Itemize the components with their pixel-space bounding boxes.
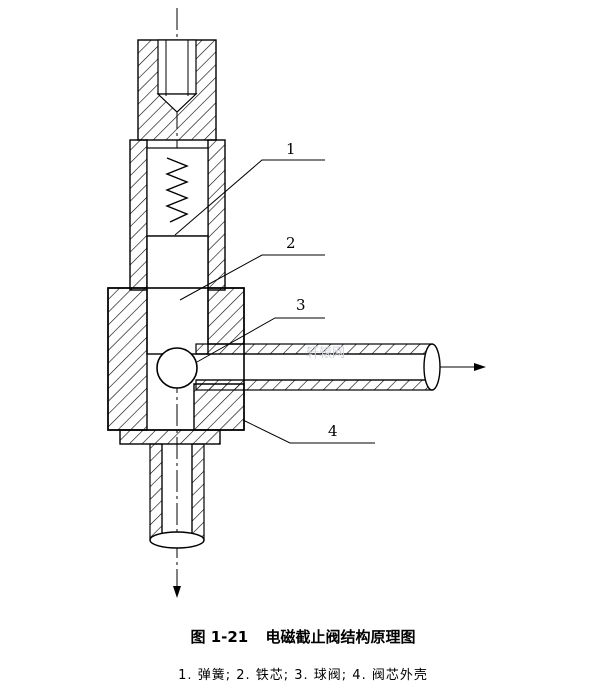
spring xyxy=(165,157,189,223)
watermark: 轩辕网 xyxy=(306,345,345,361)
top-fitting xyxy=(137,39,217,141)
valve-housing xyxy=(107,287,245,445)
outlet-pipe xyxy=(195,343,486,391)
figure-caption: 图 1-21 电磁截止阀结构原理图 xyxy=(0,626,606,647)
label-4: 4 xyxy=(328,422,338,440)
valve-diagram: 1 2 3 4 轩辕网 xyxy=(107,8,486,598)
leader-lines xyxy=(174,159,375,444)
spring-chamber xyxy=(146,147,209,237)
inlet-pipe xyxy=(149,443,205,549)
ball-valve xyxy=(156,347,198,389)
iron-core xyxy=(146,235,209,355)
label-3: 3 xyxy=(296,296,306,314)
figure-legend: 1. 弹簧; 2. 铁芯; 3. 球阀; 4. 阀芯外壳 xyxy=(178,668,428,683)
figure-title: 电磁截止阀结构原理图 xyxy=(265,628,416,646)
figure-number: 图 1-21 xyxy=(190,628,249,646)
label-2: 2 xyxy=(286,234,296,252)
label-1: 1 xyxy=(286,140,296,158)
